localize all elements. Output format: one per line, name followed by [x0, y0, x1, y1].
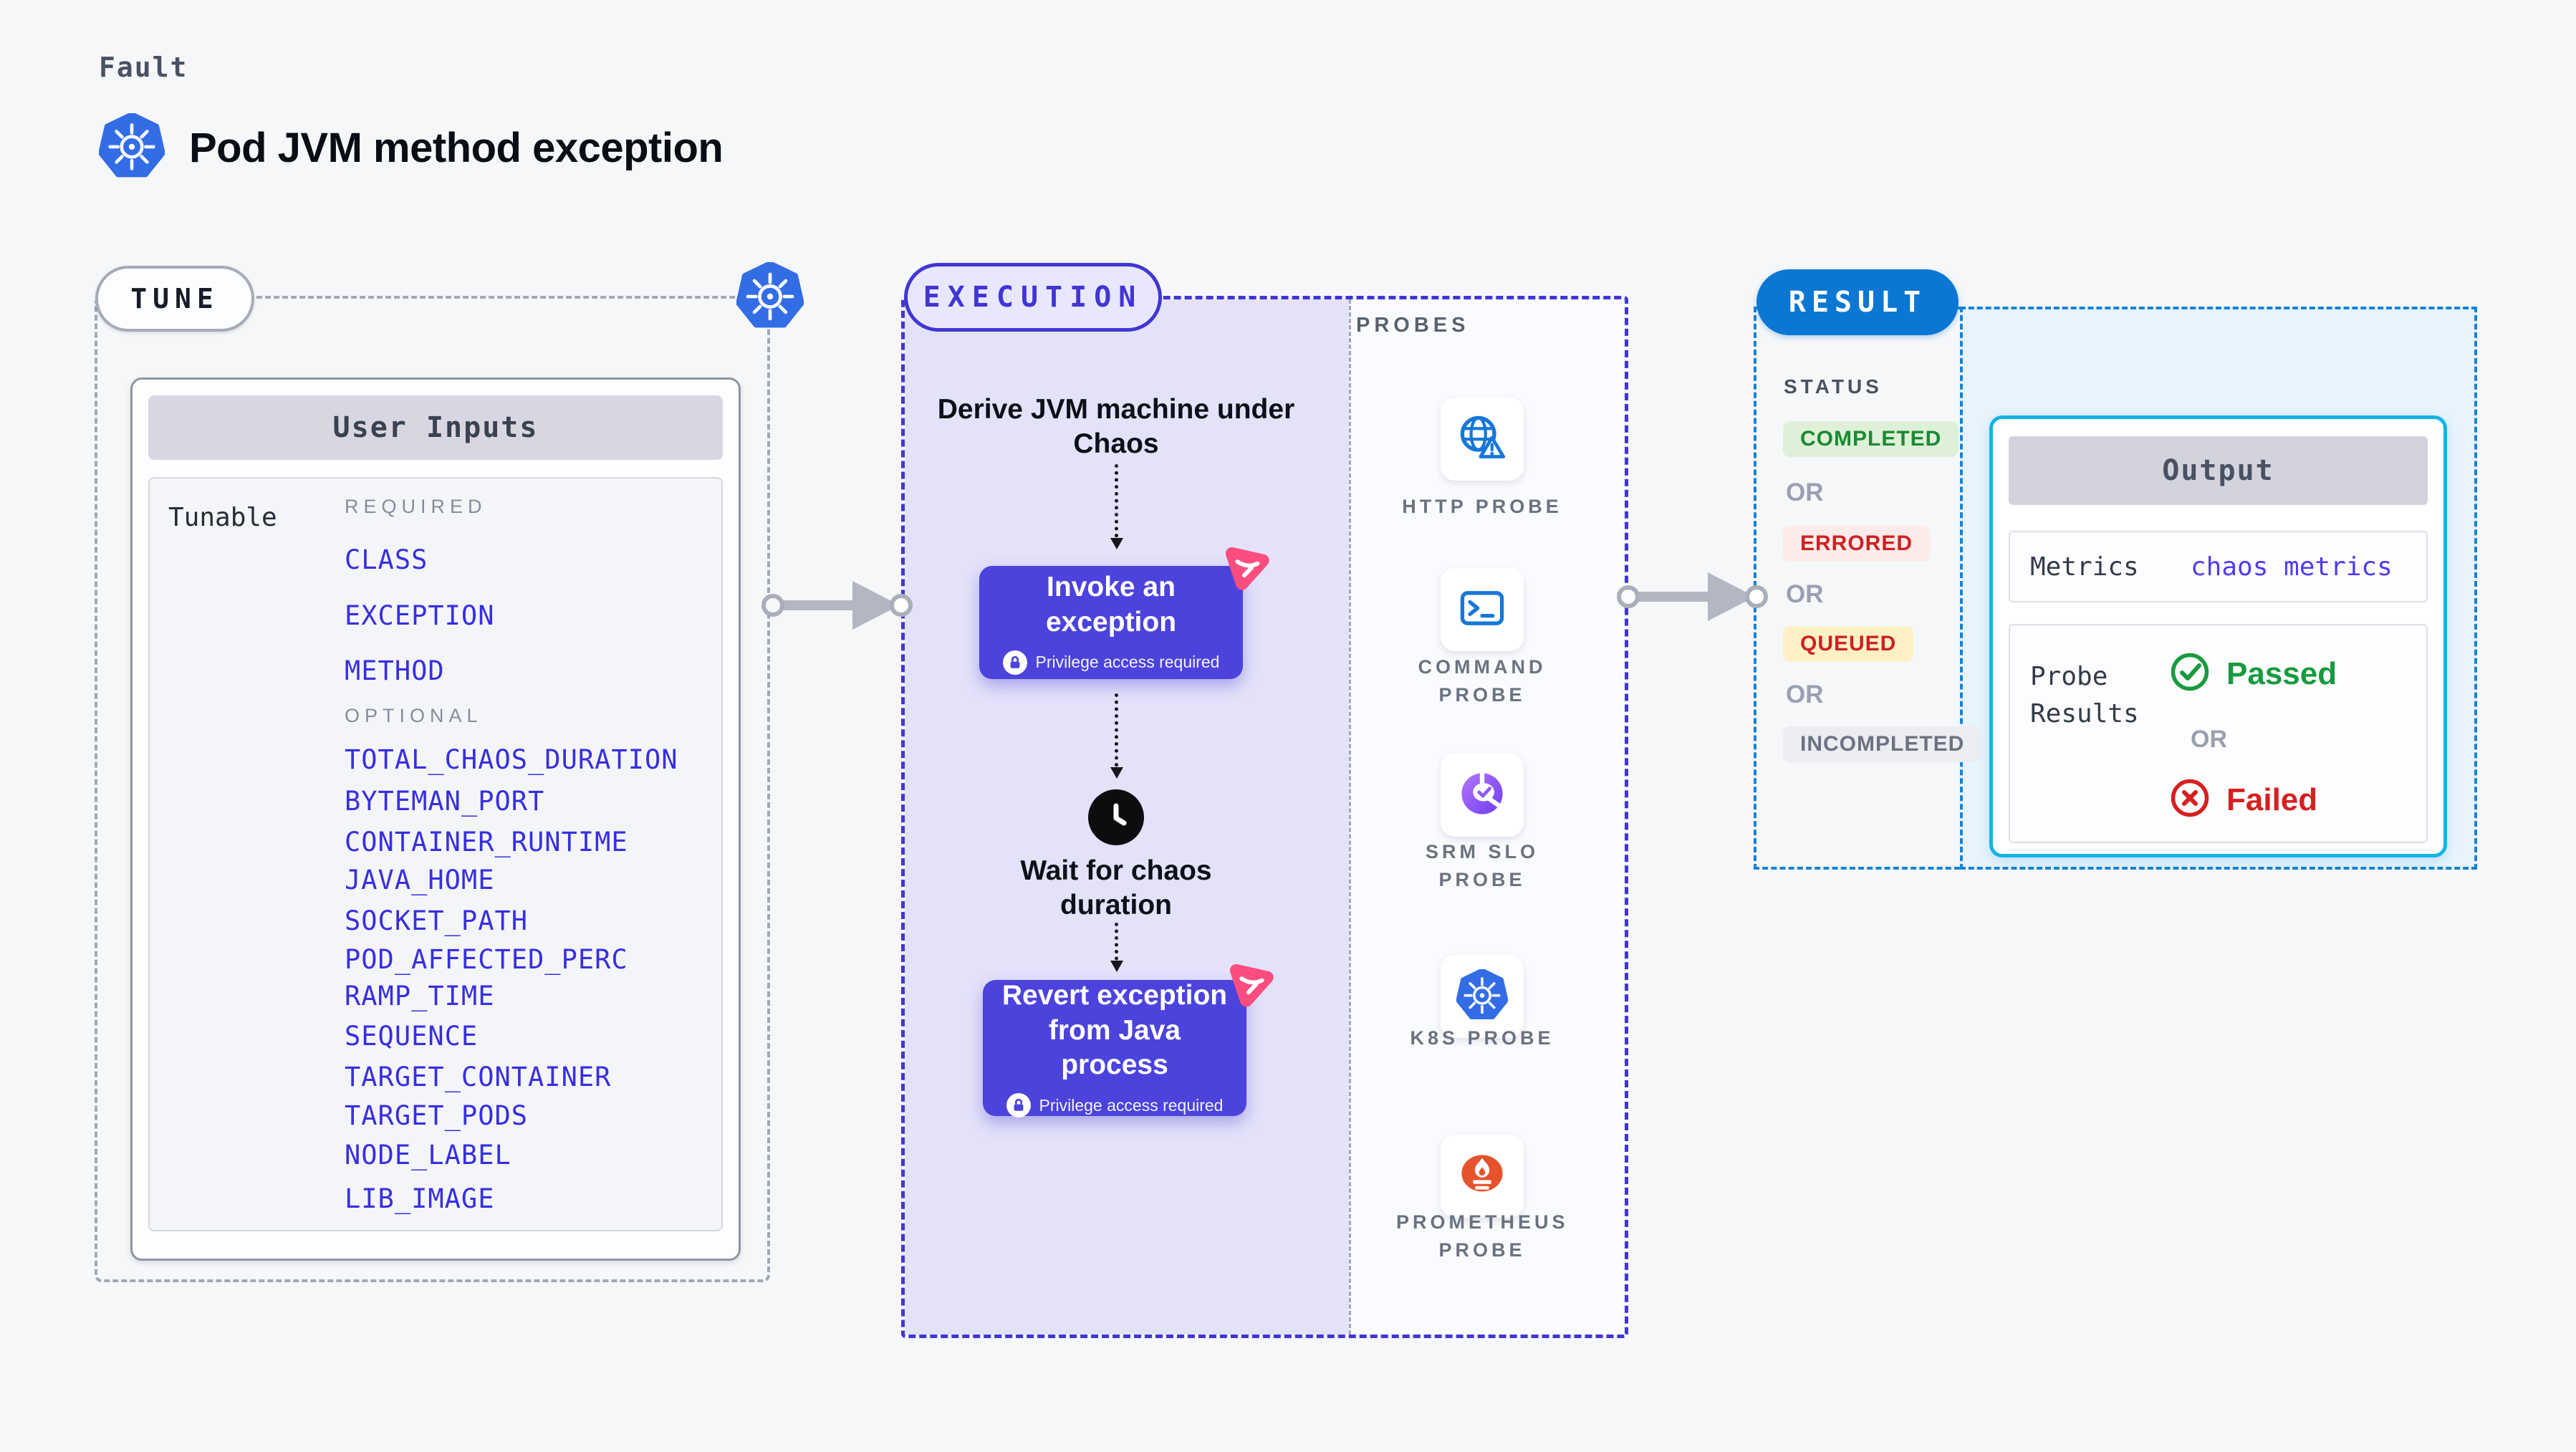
tunable-item: RAMP_TIME [345, 981, 495, 1011]
down-arrow [1110, 693, 1123, 779]
check-circle-icon [2169, 651, 2211, 696]
metrics-value: chaos metrics [2191, 552, 2393, 582]
http-probe-label: HTTP PROBE [1402, 496, 1562, 517]
kubernetes-icon [736, 261, 804, 333]
revert-exception-step: Revert exception from Java process Privi… [983, 979, 1246, 1118]
wait-step-label: Wait for chaos duration [1020, 855, 1212, 920]
tunable-item: METHOD [345, 655, 445, 686]
status-chip-incompleted: INCOMPLETED [1783, 726, 1982, 762]
tunable-item: CONTAINER_RUNTIME [345, 827, 628, 857]
srm-slo-probe-label: SRM SLO PROBE [1425, 841, 1539, 891]
or-label: OR [1786, 681, 1824, 708]
user-inputs-title: User Inputs [148, 395, 723, 460]
or-label: OR [2191, 726, 2227, 753]
tunable-item: EXCEPTION [345, 600, 495, 631]
http-probe-card [1441, 398, 1524, 481]
status-label: STATUS [1784, 375, 1883, 398]
invoke-exception-step: Invoke an exception Privilege access req… [979, 566, 1243, 679]
page-title: Pod JVM method exception [189, 125, 724, 171]
status-chip-queued: QUEUED [1783, 626, 1914, 662]
tunable-row-label: Tunable [168, 503, 277, 532]
tunable-item: TARGET_CONTAINER [345, 1062, 612, 1092]
slo-pie-check-icon [1457, 769, 1507, 822]
tunable-item: LIB_IMAGE [345, 1183, 495, 1214]
prometheus-icon [1457, 1150, 1507, 1203]
or-label: OR [1786, 479, 1824, 506]
privilege-note: Privilege access required [1002, 650, 1220, 675]
probes-label: PROBES [1356, 314, 1470, 337]
globe-alert-icon [1457, 413, 1507, 466]
tunable-item: SEQUENCE [345, 1021, 479, 1052]
command-probe-label: COMMAND PROBE [1418, 656, 1547, 706]
status-chip-completed: COMPLETED [1783, 421, 1959, 457]
user-inputs-card: User Inputs Tunable REQUIRED CLASS EXCEP… [130, 378, 741, 1261]
tunable-item: BYTEMAN_PORT [345, 786, 545, 817]
flow-arrow-execution-to-result [1617, 572, 1768, 621]
result-badge: RESULT [1756, 269, 1959, 335]
execution-badge: EXECUTION [904, 263, 1162, 332]
down-arrow [1110, 923, 1123, 972]
tunable-item: POD_AFFECTED_PERC [345, 944, 628, 975]
lock-icon [1006, 1093, 1031, 1118]
status-chip-errored: ERRORED [1783, 526, 1931, 562]
probe-results-label: Probe Results [2030, 662, 2139, 729]
derive-step-label: Derive JVM machine under Chaos [937, 394, 1295, 459]
failed-label: Failed [2226, 782, 2318, 817]
invoke-exception-label: Invoke an exception [1045, 572, 1177, 638]
tunable-item: TARGET_PODS [345, 1100, 529, 1131]
failed-result: Failed [2169, 777, 2317, 822]
passed-result: Passed [2169, 651, 2337, 696]
metrics-label: Metrics [2030, 552, 2139, 582]
revert-exception-label: Revert exception from Java process [1001, 979, 1228, 1081]
clock-icon [1088, 789, 1144, 845]
privilege-note-text: Privilege access required [1039, 1095, 1224, 1115]
tune-section-box [95, 296, 770, 1282]
terminal-icon [1457, 583, 1507, 637]
tunable-item: JAVA_HOME [345, 865, 495, 895]
kubernetes-icon [98, 112, 165, 183]
or-label: OR [1786, 580, 1824, 608]
command-probe-card [1441, 568, 1524, 651]
tunable-item: NODE_LABEL [345, 1140, 511, 1170]
passed-label: Passed [2226, 655, 2337, 691]
tune-badge: TUNE [95, 266, 254, 332]
tunable-item: CLASS [345, 544, 428, 575]
tunable-item: TOTAL_CHAOS_DURATION [345, 744, 678, 775]
x-circle-icon [2169, 777, 2211, 822]
metrics-row: Metrics chaos metrics [2009, 531, 2428, 602]
output-card: Output Metrics chaos metrics Probe Resul… [1989, 415, 2447, 857]
prometheus-probe-label: PROMETHEUS PROBE [1396, 1211, 1569, 1261]
privilege-note-text: Privilege access required [1035, 653, 1220, 672]
lock-icon [1002, 650, 1027, 675]
k8s-probe-card [1441, 955, 1524, 1038]
fault-kicker: Fault [99, 52, 188, 83]
privilege-note: Privilege access required [1006, 1093, 1224, 1118]
flow-arrow-tune-to-execution [761, 581, 913, 630]
k8s-probe-label: K8S PROBE [1410, 1027, 1554, 1049]
tunable-item: SOCKET_PATH [345, 905, 529, 936]
output-title: Output [2009, 436, 2428, 505]
chaos-logo-icon [1222, 953, 1282, 1016]
tunables-list: Tunable REQUIRED CLASS EXCEPTION METHOD … [148, 477, 723, 1231]
kubernetes-icon [1456, 968, 1509, 1024]
required-group-label: REQUIRED [345, 496, 487, 517]
srm-slo-probe-card [1441, 754, 1524, 837]
optional-group-label: OPTIONAL [345, 705, 483, 726]
page-title-row: Pod JVM method exception [98, 112, 724, 183]
chaos-logo-icon [1218, 536, 1278, 600]
down-arrow [1110, 464, 1123, 549]
prometheus-probe-card [1441, 1135, 1524, 1218]
probe-results-row: Probe Results Passed OR F [2009, 624, 2428, 843]
